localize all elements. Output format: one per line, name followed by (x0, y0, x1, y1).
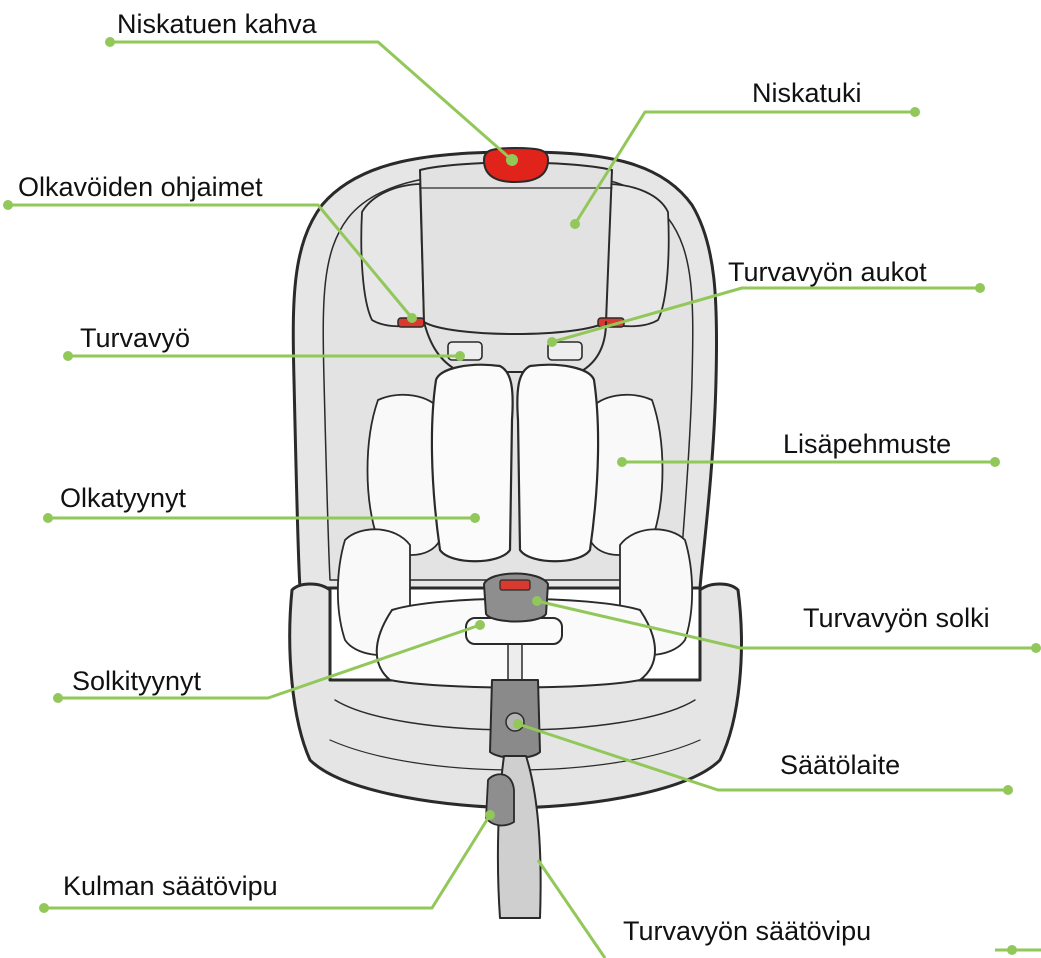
label-kulman-saatovipu: Kulman säätövipu (63, 873, 278, 900)
shoulder-pad-right (517, 365, 598, 561)
shoulder-pad-left (432, 365, 513, 561)
label-solkityynyt: Solkityynyt (72, 668, 201, 695)
headrest-left-wing (361, 184, 424, 326)
label-turvavyo: Turvavyö (80, 325, 190, 352)
label-niskatuen-kahva: Niskatuen kahva (117, 11, 317, 38)
headrest-right-wing (606, 184, 669, 326)
label-olkatyynyt: Olkatyynyt (60, 485, 186, 512)
leader-niskatuen-kahva (110, 42, 512, 160)
leader-turvavyon-saatovipu (538, 860, 605, 958)
label-lisapehmuste: Lisäpehmuste (783, 431, 951, 458)
label-saatolaite: Säätölaite (780, 752, 900, 779)
label-olkavoiden-ohjaimet: Olkavöiden ohjaimet (18, 174, 263, 201)
label-niskatuki: Niskatuki (752, 80, 862, 107)
label-turvavyon-saatovipu: Turvavyön säätövipu (623, 918, 871, 945)
label-turvavyon-aukot: Turvavyön aukot (728, 259, 927, 286)
label-turvavyon-solki: Turvavyön solki (803, 605, 990, 632)
headrest-handle (484, 148, 548, 182)
car-seat-illustration (290, 148, 742, 918)
